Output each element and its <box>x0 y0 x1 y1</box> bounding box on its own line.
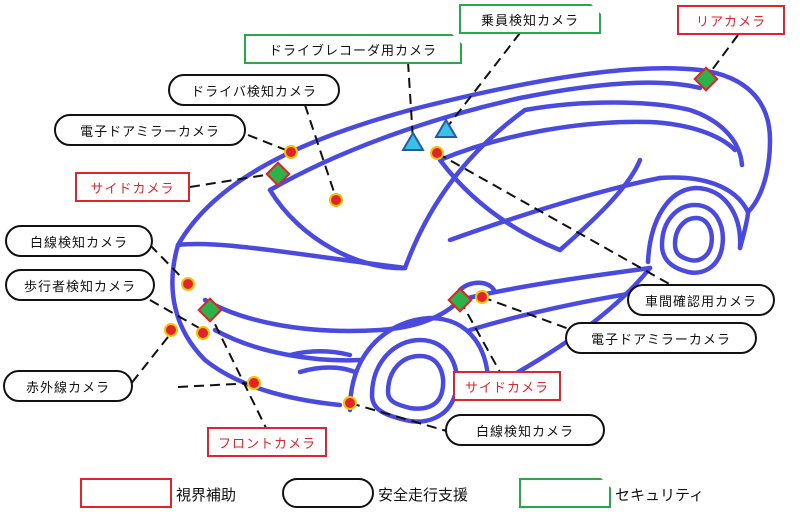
legend-visual-label: 視界補助 <box>176 486 237 504</box>
label-vehicle-distance-camera: 車間確認用カメラ <box>627 284 775 316</box>
label-side-camera-left: サイドカメラ <box>75 172 190 202</box>
label-lane-detection-camera-left: 白線検知カメラ <box>5 225 153 257</box>
label-side-camera-right: サイドカメラ <box>453 371 561 401</box>
label-front-camera: フロントカメラ <box>207 427 327 457</box>
label-emirror-camera-left: 電子ドアミラーカメラ <box>54 114 246 146</box>
label-emirror-camera-right: 電子ドアミラーカメラ <box>565 322 757 354</box>
label-infrared-camera: 赤外線カメラ <box>3 370 133 402</box>
label-pedestrian-detection-camera: 歩行者検知カメラ <box>5 269 155 301</box>
label-passenger-camera: 乗員検知カメラ <box>459 4 601 34</box>
label-driver-monitoring-camera: ドライバ検知カメラ <box>168 74 340 106</box>
legend-security-label: セキュリティ <box>615 486 705 504</box>
legend-safety-label: 安全走行支援 <box>378 486 469 504</box>
legend-security-swatch <box>519 478 611 508</box>
legend-visual-swatch <box>80 478 172 508</box>
label-lane-detection-camera-right: 白線検知カメラ <box>445 414 605 446</box>
label-rear-camera: リアカメラ <box>677 5 785 35</box>
legend-safety-swatch <box>282 478 374 508</box>
label-dashcam-camera: ドライブレコーダ用カメラ <box>244 34 462 64</box>
